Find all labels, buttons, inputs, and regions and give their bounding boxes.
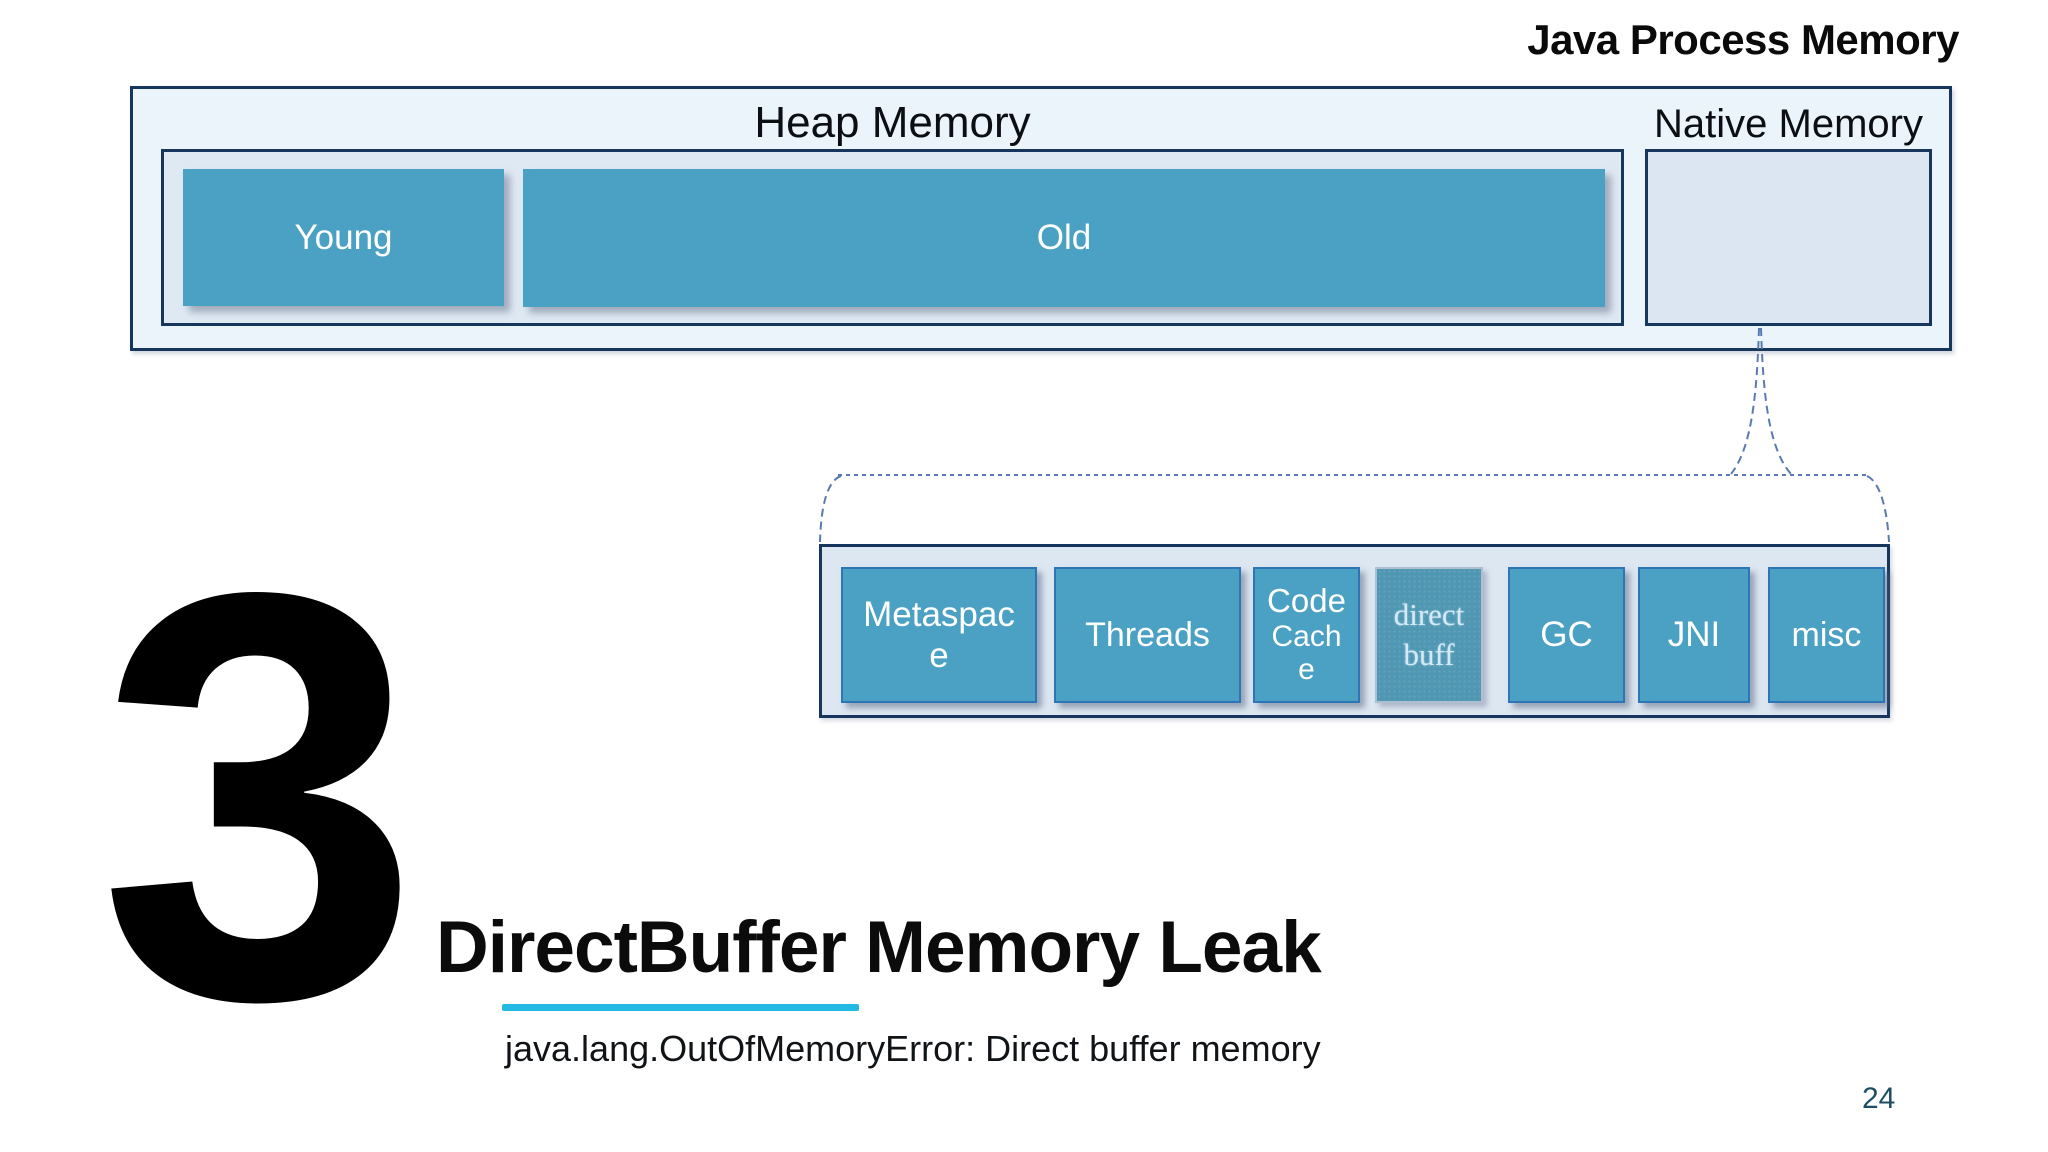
section-title: DirectBuffer Memory Leak (436, 907, 1322, 988)
component-box-jni: JNI (1638, 567, 1750, 703)
component-label-line: GC (1540, 615, 1593, 655)
heap-region-old: Old (523, 169, 1605, 307)
slide-kicker: Java Process Memory (1527, 16, 1959, 63)
connector-drop-left (819, 475, 842, 543)
connector-drop-right (1866, 475, 1890, 543)
page-number: 24 (1862, 1082, 1896, 1115)
component-label-line: JNI (1667, 615, 1721, 655)
component-label-line: e (929, 636, 949, 675)
component-box-threads: Threads (1054, 567, 1241, 703)
component-box-direct-buff: direct buff (1375, 567, 1483, 703)
component-label-line: Code (1267, 581, 1346, 619)
component-box-gc: GC (1508, 567, 1625, 703)
section-number: 3 (98, 472, 421, 1120)
title-underline (502, 1004, 859, 1011)
component-label-line: buff (1403, 637, 1455, 672)
component-label-line: Threads (1085, 615, 1210, 654)
component-label-line: e (1298, 653, 1315, 687)
component-label-line: misc (1791, 615, 1862, 654)
component-label-line: Cach (1271, 619, 1342, 653)
component-label-line: Metaspac (863, 594, 1015, 634)
heap-region-old-label: Old (1036, 218, 1092, 257)
component-label-line: direct (1393, 596, 1465, 632)
heap-region-young: Young (183, 169, 504, 306)
error-message-text: java.lang.OutOfMemoryError: Direct buffe… (505, 1028, 1321, 1069)
component-box-misc: misc (1768, 567, 1885, 703)
heap-region-young-label: Young (294, 217, 393, 257)
heap-memory-label: Heap Memory (754, 98, 1031, 147)
native-memory-panel (1645, 149, 1932, 326)
native-memory-label: Native Memory (1654, 102, 1923, 146)
